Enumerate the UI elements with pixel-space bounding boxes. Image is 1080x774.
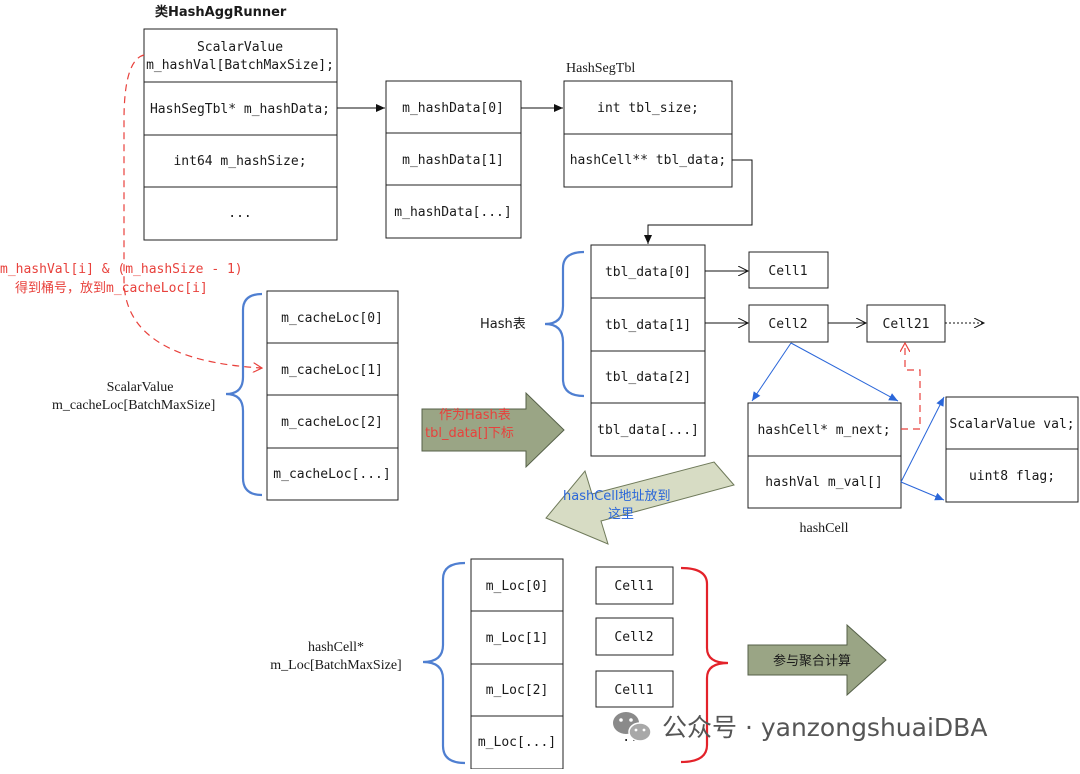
index-fat-arrow xyxy=(421,391,565,469)
val-line-top xyxy=(900,396,945,483)
wechat-icon xyxy=(613,712,652,742)
segtbl-field-size: int tbl_size; xyxy=(597,101,699,116)
hash-table-brace xyxy=(544,250,585,398)
chain-cell21: Cell21 xyxy=(866,304,946,343)
address-fat-arrow xyxy=(545,461,735,545)
hashcell-box: hashCell* m_next; hashVal m_val[] xyxy=(747,402,902,509)
loc-brace xyxy=(422,561,466,765)
hashdata-item-2: m_hashData[...] xyxy=(394,205,511,220)
cacheloc-label-name: m_cacheLoc[BatchMaxSize] xyxy=(52,398,215,413)
cacheloc-item-3: m_cacheLoc[...] xyxy=(273,467,390,482)
tbldata-item-3: tbl_data[...] xyxy=(597,423,699,438)
watermark: 公众号 · yanzongshuaiDBA xyxy=(613,712,987,742)
cacheloc-array: m_cacheLoc[0] m_cacheLoc[1] m_cacheLoc[2… xyxy=(266,290,399,501)
loc-item-1: m_Loc[1] xyxy=(486,631,549,646)
as-index-label-1: 作为Hash表 xyxy=(439,408,511,423)
segtbl-title: HashSegTbl xyxy=(566,61,635,76)
blue-note-1: hashCell地址放到 xyxy=(563,489,671,504)
chain-cell2-label: Cell2 xyxy=(768,317,807,332)
expand-line-left xyxy=(751,342,792,402)
scalar-field-flag: uint8 flag; xyxy=(969,469,1055,484)
aggregate-label: 参与聚合计算 xyxy=(773,653,851,669)
loc-cells-red-brace xyxy=(680,566,729,764)
chain-cell1: Cell1 xyxy=(748,251,829,289)
chain-cell2: Cell2 xyxy=(748,304,829,343)
expand-line-right xyxy=(790,342,899,402)
next-pointer-dashed xyxy=(901,343,921,430)
cacheloc-label-name-b: BatchMaxSize] xyxy=(128,398,215,413)
runner-field-hashval-type: ScalarValue xyxy=(197,40,283,55)
red-note-bucket: 得到桶号，放到m_cacheLoc[i] xyxy=(15,280,208,296)
cacheloc-label-type: ScalarValue xyxy=(107,380,174,395)
scalar-box: ScalarValue val; uint8 flag; xyxy=(945,396,1079,503)
loc-cells: Cell1 Cell2 Cell1 ... xyxy=(595,566,674,745)
cacheloc-item-2: m_cacheLoc[2] xyxy=(281,415,383,430)
runner-box: ScalarValue m_hashVal[BatchMaxSize]; Has… xyxy=(143,28,338,241)
arrow-segtbl-to-tbldata xyxy=(644,159,753,244)
runner-field-hashsize: int64 m_hashSize; xyxy=(173,154,306,169)
chain-cell21-label: Cell21 xyxy=(883,317,930,332)
loc-item-0: m_Loc[0] xyxy=(486,579,549,594)
val-line-bottom xyxy=(900,481,945,501)
cacheloc-item-0: m_cacheLoc[0] xyxy=(281,311,383,326)
aggregate-fat-arrow xyxy=(747,623,887,697)
loc-label-type: hashCell* xyxy=(308,640,364,655)
tbldata-item-0: tbl_data[0] xyxy=(605,265,691,280)
cacheloc-label-name-a: m_cacheLoc[ xyxy=(52,398,129,413)
cacheloc-item-1: m_cacheLoc[1] xyxy=(281,363,383,378)
hashval-to-cacheloc-dashed xyxy=(123,54,262,368)
hashcell-field-val: hashVal m_val[] xyxy=(765,475,882,490)
class-title: 类HashAggRunner xyxy=(155,4,287,20)
red-note-formula: m_hashVal[i] & (m_hashSize - 1) xyxy=(0,262,243,277)
runner-field-ellipsis: ... xyxy=(228,206,251,221)
tbldata-item-2: tbl_data[2] xyxy=(605,370,691,385)
hashcell-label: hashCell xyxy=(800,521,849,536)
runner-field-hashdata: HashSegTbl* m_hashData; xyxy=(150,102,330,117)
tbldata-array: tbl_data[0] tbl_data[1] tbl_data[2] tbl_… xyxy=(590,244,706,457)
hashdata-array: m_hashData[0] m_hashData[1] m_hashData[.… xyxy=(385,80,522,239)
tbldata-item-1: tbl_data[1] xyxy=(605,318,691,333)
cacheloc-brace xyxy=(225,292,263,497)
segtbl-box: int tbl_size; hashCell** tbl_data; xyxy=(563,80,733,188)
hashcell-field-next: hashCell* m_next; xyxy=(757,423,890,438)
hashdata-item-1: m_hashData[1] xyxy=(402,153,504,168)
loc-cell-1: Cell2 xyxy=(614,630,653,645)
loc-cell-0: Cell1 xyxy=(614,579,653,594)
scalar-field-val: ScalarValue val; xyxy=(949,417,1074,432)
hashdata-item-0: m_hashData[0] xyxy=(402,101,504,116)
loc-cell-2: Cell1 xyxy=(614,683,653,698)
blue-note-2: 这里 xyxy=(608,506,634,522)
loc-item-3: m_Loc[...] xyxy=(478,735,556,750)
loc-label-name: m_Loc[BatchMaxSize] xyxy=(270,658,401,673)
segtbl-field-data: hashCell** tbl_data; xyxy=(570,153,727,168)
loc-array: m_Loc[0] m_Loc[1] m_Loc[2] m_Loc[...] xyxy=(470,558,564,770)
as-index-label-2: tbl_data[]下标 xyxy=(425,426,514,441)
watermark-text: 公众号 · yanzongshuaiDBA xyxy=(662,713,987,742)
runner-field-hashval-name: m_hashVal[BatchMaxSize]; xyxy=(146,58,334,73)
chain-cell1-label: Cell1 xyxy=(768,264,807,279)
loc-item-2: m_Loc[2] xyxy=(486,683,549,698)
hash-table-label: Hash表 xyxy=(480,317,526,332)
